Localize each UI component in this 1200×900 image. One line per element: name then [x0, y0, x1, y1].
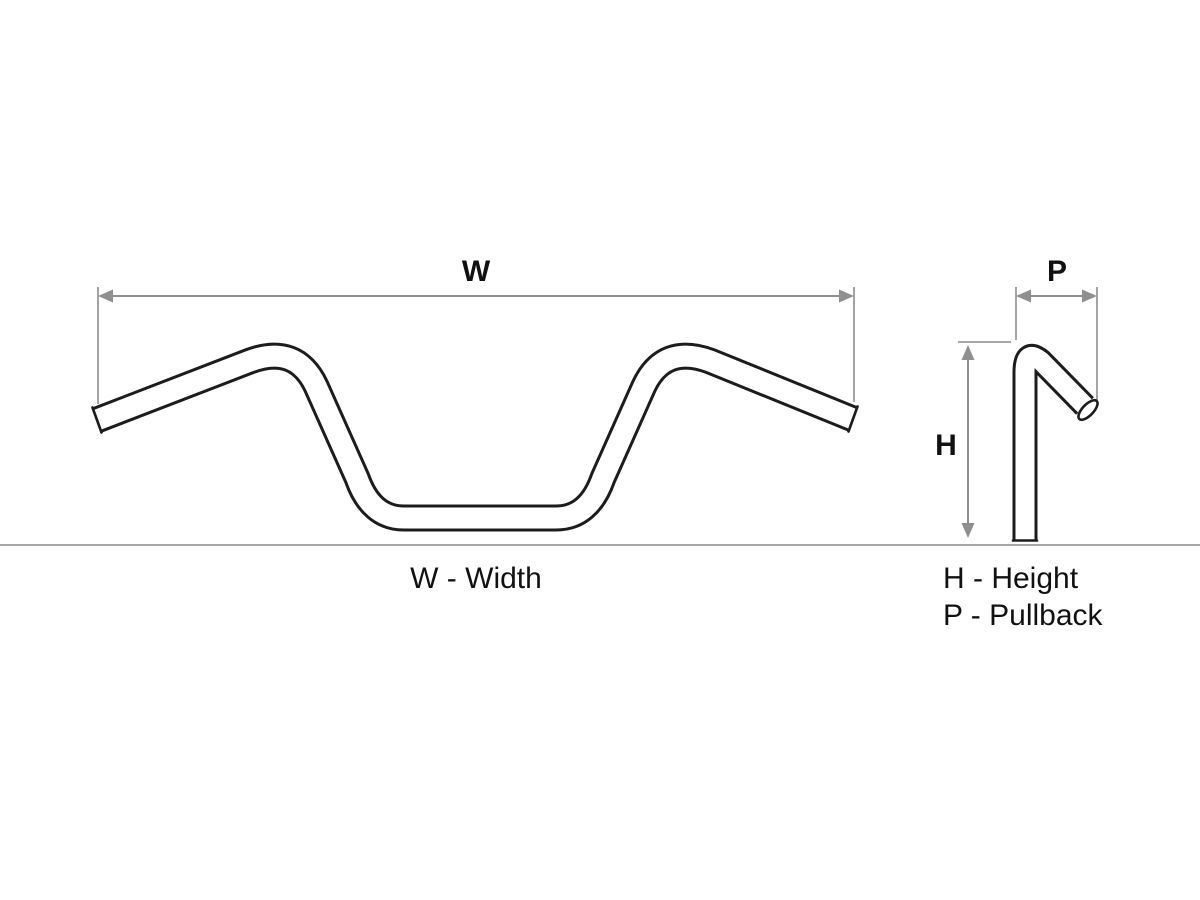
handlebar-front-left-tip-cap [91, 406, 103, 434]
height-arrowhead-bottom [961, 523, 975, 538]
handlebar-side-fill [1015, 347, 1092, 541]
handlebar-side-view: P H H - Height P - Pullback [935, 255, 1103, 632]
width-legend-label: W - Width [410, 562, 542, 595]
width-dimension-label: W [462, 255, 491, 288]
height-legend-label: H - Height [943, 562, 1079, 595]
pullback-arrowhead-right [1082, 289, 1097, 303]
pullback-legend-label: P - Pullback [943, 599, 1104, 632]
handlebar-front-view: W W - Width [91, 255, 859, 595]
height-dimension-label: H [935, 429, 957, 462]
height-arrowhead-top [961, 345, 975, 360]
width-arrowhead-left [98, 289, 113, 303]
handlebar-front-fill [93, 345, 857, 529]
pullback-arrowhead-left [1016, 289, 1031, 303]
handlebar-side-end-ellipse [1077, 398, 1099, 422]
width-arrowhead-right [839, 289, 854, 303]
pullback-dimension-label: P [1047, 255, 1067, 288]
handlebar-front-right-tip-cap [847, 405, 859, 433]
